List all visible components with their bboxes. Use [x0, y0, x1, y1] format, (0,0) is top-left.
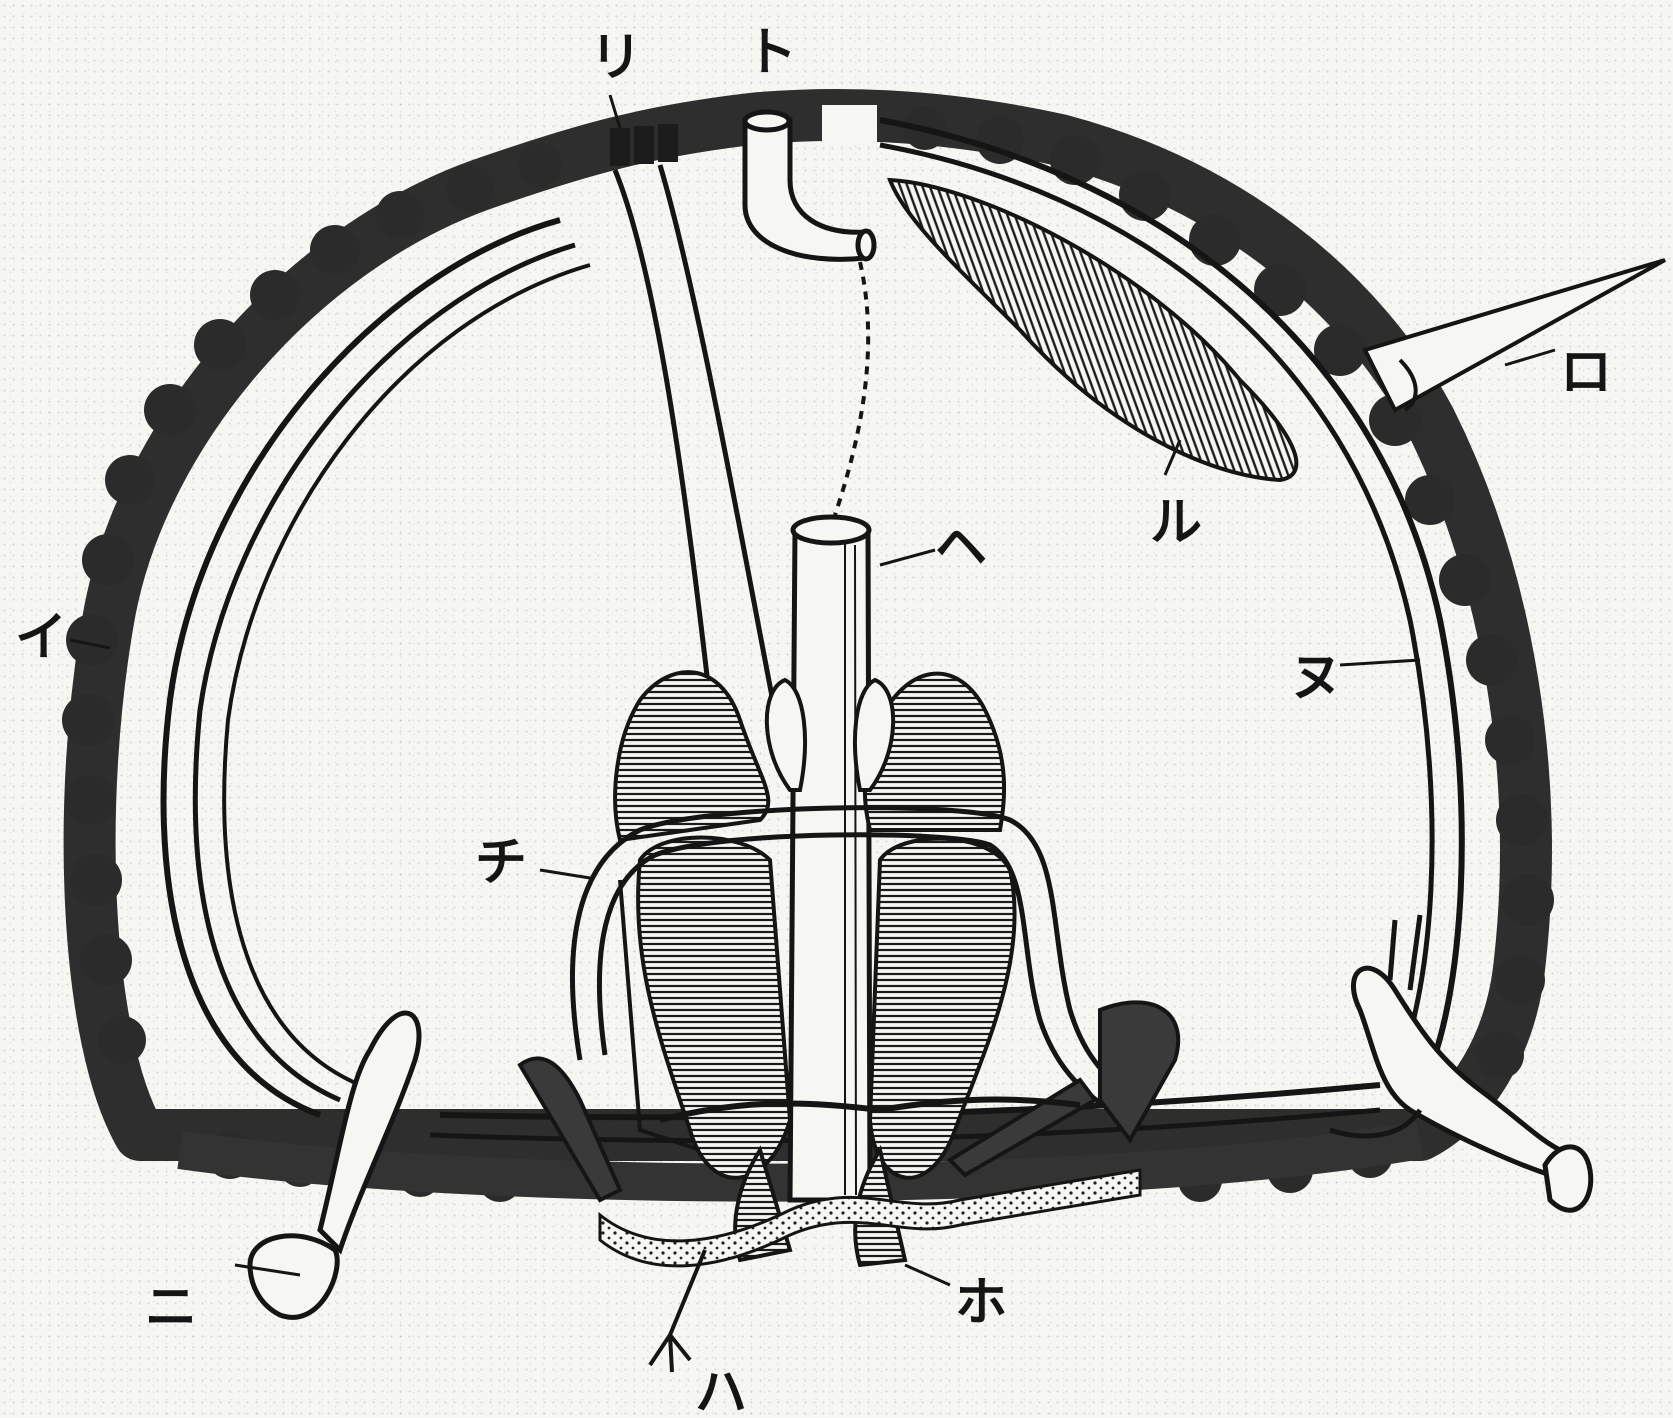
tube-foot-bottom: [650, 1250, 705, 1372]
esophagus: [790, 517, 870, 1200]
label-i: イ: [15, 607, 67, 668]
label-ru: ル: [1150, 492, 1202, 553]
spine: [1365, 260, 1665, 410]
label-ro: ロ: [1560, 342, 1612, 403]
label-chi: チ: [475, 832, 527, 893]
dashed-connection: [835, 262, 868, 515]
label-he: ヘ: [935, 517, 987, 578]
label-ri: リ: [590, 27, 642, 88]
label-to: ト: [745, 22, 797, 83]
label-ni: ニ: [145, 1277, 197, 1338]
label-ho: ホ: [955, 1272, 1007, 1333]
label-ha: ハ: [695, 1362, 747, 1418]
label-nu: ヌ: [1290, 647, 1342, 708]
